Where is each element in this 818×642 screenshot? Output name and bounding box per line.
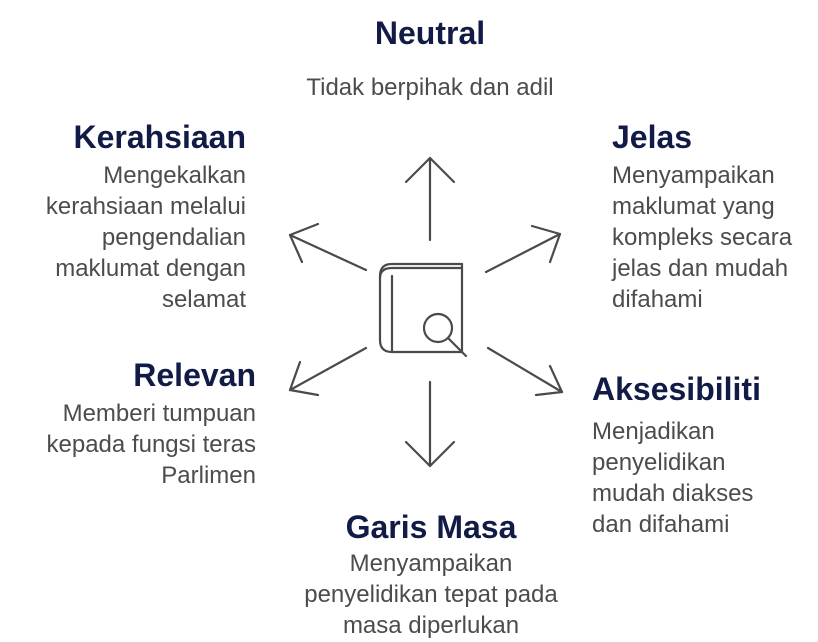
relevan-title: Relevan xyxy=(133,357,256,393)
neutral-description: Tidak berpihak dan adil xyxy=(306,74,554,101)
kerahsiaan-description: Mengekalkan kerahsiaan melalui pengendal… xyxy=(45,162,246,313)
neutral-title: Neutral xyxy=(374,15,486,51)
jelas-title: Jelas xyxy=(612,119,693,155)
arrow-lower-left-icon xyxy=(288,346,368,397)
arrow-up-icon xyxy=(404,156,456,242)
relevan-description: Memberi tumpuan kepada fungsi teras Parl… xyxy=(46,400,256,489)
garis-masa-description: Menyampaikan penyelidikan tepat pada mas… xyxy=(304,550,558,639)
garis-masa-title: Garis Masa xyxy=(345,509,517,545)
kerahsiaan-title: Kerahsiaan xyxy=(73,119,246,155)
arrow-lower-right-icon xyxy=(486,346,564,397)
arrow-upper-left-icon xyxy=(288,222,368,272)
arrow-down-icon xyxy=(404,380,456,468)
book-search-icon xyxy=(378,262,468,358)
aksesibiliti-title: Aksesibiliti xyxy=(592,371,761,407)
aksesibiliti-description: Menjadikan penyelidikan mudah diakses da… xyxy=(592,418,754,538)
arrow-upper-right-icon xyxy=(484,224,562,274)
jelas-description: Menyampaikan maklumat yang kompleks seca… xyxy=(612,162,793,313)
